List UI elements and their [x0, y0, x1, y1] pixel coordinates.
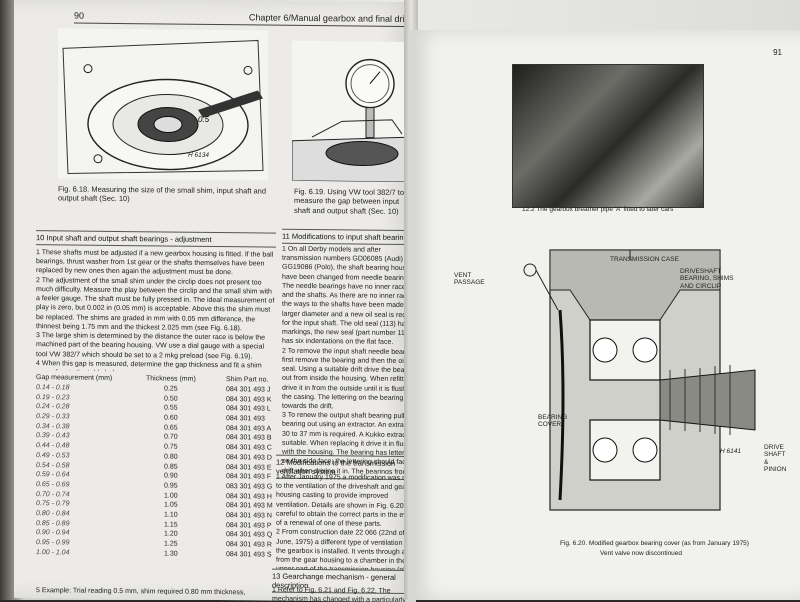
- figure-6-20-caption: Fig. 6.20. Modified gearbox bearing cove…: [560, 540, 749, 547]
- figure-6-20-subcaption: Vent valve now discontinued: [600, 550, 683, 557]
- left-page: 90 Chapter 6/Manual gearbox and final dr…: [14, 0, 422, 602]
- gearbox-photo: [512, 64, 704, 208]
- thickness-cell: 1.30: [164, 550, 178, 558]
- section-10-text: 1 These shafts must be adjusted if a new…: [36, 249, 275, 373]
- figure-6-20: TRANSMISSION CASE VENT PASSAGE DRIVESHAF…: [454, 230, 786, 540]
- svg-text:0.5: 0.5: [198, 115, 210, 124]
- figure-6-18-drawing: 0.5: [62, 39, 264, 174]
- label-driveshaft-bearing: DRIVESHAFT BEARING, SHIMS AND CIRCLIP: [680, 268, 734, 290]
- section-11-text: 1 On all Derby models and after transmis…: [282, 245, 422, 475]
- page-header: 90 Chapter 6/Manual gearbox and final dr…: [74, 10, 414, 28]
- label-vent-passage: VENT PASSAGE: [454, 272, 485, 287]
- figure-6-19-caption: Fig. 6.19. Using VW tool 382/7 to measur…: [294, 186, 405, 216]
- label-transmission-case: TRANSMISSION CASE: [610, 256, 679, 263]
- gap-cell: 1.00 - 1.04: [36, 548, 70, 557]
- section-12-text: 1 After January 1975 a modification was …: [276, 473, 421, 571]
- figure-ref-h6141: H 6141: [720, 448, 741, 455]
- figure-6-19-drawing: [291, 58, 413, 183]
- section-10-heading: 10 Input shaft and output shaft bearings…: [36, 230, 276, 248]
- label-bearing-cover: BEARING COVER: [538, 414, 568, 429]
- figure-ref-h6134: H 6134: [188, 151, 209, 159]
- figure-6-18-caption: Fig. 6.18. Measuring the size of the sma…: [58, 184, 267, 204]
- page-number-left: 90: [74, 10, 85, 21]
- figure-6-19: [291, 40, 413, 183]
- figure-6-18: 0.5 H 6134: [58, 28, 268, 181]
- photo-caption: 12.2 The gearbox breather pipe 'A' fitte…: [522, 206, 674, 213]
- figure-6-20-drawing: [523, 249, 756, 511]
- chapter-title: Chapter 6/Manual gearbox and final drive: [248, 12, 414, 25]
- page-number-right: 91: [773, 48, 782, 57]
- label-drive-shaft-pinion: DRIVE SHAFT & PINION: [764, 444, 787, 474]
- section-11-heading: 11 Modifications to input shaft bearings: [282, 228, 422, 246]
